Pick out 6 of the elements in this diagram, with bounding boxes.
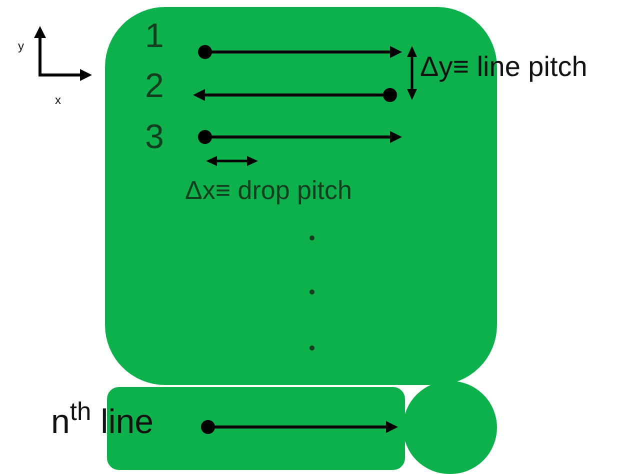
axis-label: x (55, 94, 61, 106)
line-number: 1 (145, 19, 164, 53)
line-number: 3 (145, 120, 164, 154)
dimension-label: Δx≡ drop pitch (185, 177, 352, 203)
line-number: 2 (145, 69, 164, 103)
axis-label: y (18, 40, 24, 52)
